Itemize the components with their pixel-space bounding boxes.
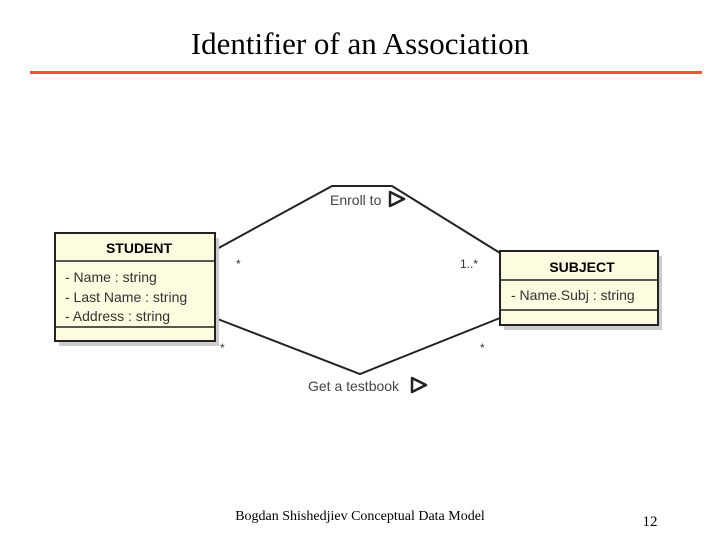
title-divider	[30, 71, 702, 74]
association-line-testbook	[214, 317, 501, 376]
association-label-testbook: Get a testbook	[308, 378, 400, 394]
slide-title: Identifier of an Association	[190, 26, 530, 61]
multiplicity-testbook-subject: *	[480, 341, 485, 355]
class-attribute: - Last Name : string	[65, 289, 187, 305]
multiplicity-enroll-student: *	[236, 257, 241, 271]
class-name: STUDENT	[106, 240, 173, 256]
class-subject[interactable]: SUBJECT - Name.Subj : string	[499, 250, 662, 330]
class-box	[54, 232, 216, 342]
class-student[interactable]: STUDENT - Name : string - Last Name : st…	[54, 232, 219, 346]
footer-text: Bogdan Shishedjiev Conceptual Data Model	[235, 509, 485, 524]
class-attribute: - Name : string	[65, 269, 157, 285]
class-attribute: - Name.Subj : string	[511, 287, 635, 303]
multiplicity-testbook-student: *	[220, 341, 225, 355]
association-line-enroll	[214, 185, 501, 254]
association-label-enroll: Enroll to	[330, 192, 382, 208]
class-attribute: - Address : string	[65, 308, 170, 324]
direction-arrow-icon	[410, 376, 428, 394]
class-name: SUBJECT	[549, 259, 615, 275]
direction-arrow-icon	[388, 190, 406, 208]
multiplicity-enroll-subject: 1..*	[460, 257, 478, 271]
class-box	[499, 250, 659, 326]
page-number: 12	[642, 514, 658, 530]
